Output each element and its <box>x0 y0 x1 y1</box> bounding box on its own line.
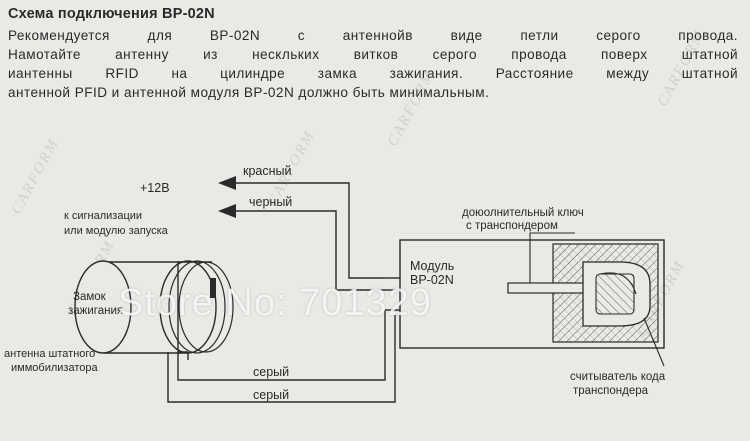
module-box <box>399 239 665 349</box>
extra-key-label-line2: с транспондером <box>466 220 558 232</box>
plus12v-label: +12В <box>140 181 170 195</box>
arrow-alarm-icon <box>218 204 236 218</box>
instruction-paragraph: Рекомендуется для BP-02N с антеннойв вид… <box>8 26 738 102</box>
extra-key-label-line1: доюолнительный ключ <box>462 207 584 219</box>
reader-label-line1: считыватель кода <box>570 371 666 383</box>
arrow-plus12-icon <box>218 176 236 190</box>
module-label-line2: BP-02N <box>410 273 454 287</box>
module-label-line1: Модуль <box>410 259 454 273</box>
paragraph-line: Намотайте антенну из нескльких витков се… <box>8 47 738 62</box>
key-slot <box>210 278 216 298</box>
power-and-signal-wires <box>235 182 400 315</box>
paragraph-line: иантенны RFID на цилиндре замка зажигани… <box>8 66 738 81</box>
grey-loop-antenna <box>167 261 396 403</box>
black-wire-label: черный <box>249 195 292 209</box>
grey-wire-label-1: серый <box>253 365 289 379</box>
page-title: Схема подключения BP-02N <box>8 6 215 22</box>
paragraph-line: Рекомендуется для BP-02N с антеннойв вид… <box>8 28 738 43</box>
lock-label-line2: зажигания <box>68 305 123 317</box>
red-wire-label: красный <box>243 164 292 178</box>
extra-key-with-transponder <box>507 261 651 327</box>
lock-label-line1: Замок <box>73 291 107 303</box>
reader-label-line2: транспондера <box>573 385 649 397</box>
antenna-label-line1: антенна штатного <box>4 348 95 360</box>
alarm-label-line1: к сигнализации <box>64 210 142 222</box>
grey-wire-label-2: серый <box>253 388 289 402</box>
ignition-lock-cylinder <box>74 260 234 354</box>
store-watermark: Store No: 701329 <box>118 282 432 324</box>
alarm-label-line2: или модулю запуска <box>64 225 169 237</box>
antenna-label-line2: иммобилизатора <box>11 362 98 374</box>
leader-lines <box>529 232 665 367</box>
paragraph-line: антенной PFID и антенной модуля BP-02N д… <box>8 85 490 100</box>
